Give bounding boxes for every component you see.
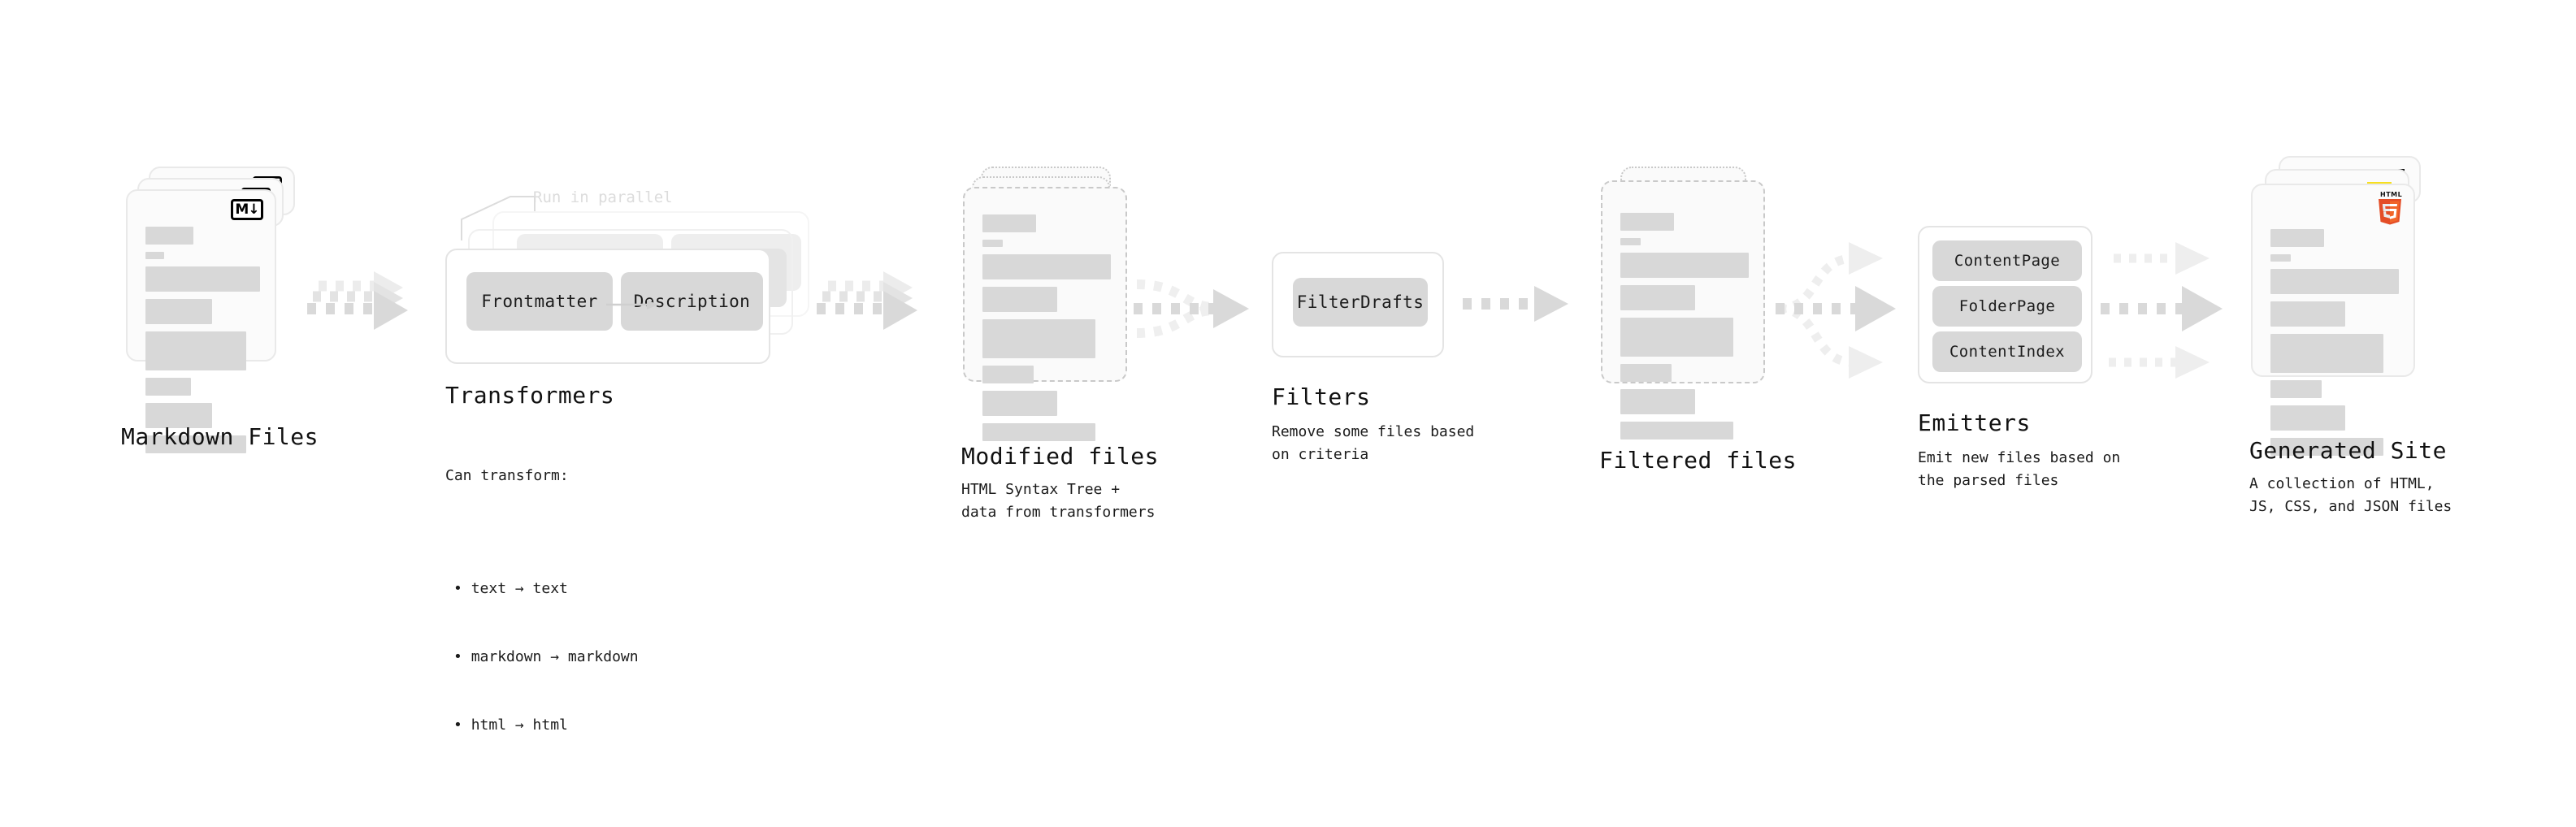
filtered-card-front xyxy=(1601,180,1765,439)
skeleton-bar xyxy=(145,227,194,245)
transformer-pill-description[interactable]: Description xyxy=(621,272,763,331)
html-card-skeleton xyxy=(2270,229,2399,463)
emitter-pill-contentpage[interactable]: ContentPage xyxy=(1932,240,2082,281)
skeleton-bar xyxy=(982,287,1057,312)
caption-transformers: Can transform: text → text markdown → ma… xyxy=(445,419,639,827)
page-title-modified-files: Modified files xyxy=(961,443,1160,470)
skeleton-bar xyxy=(145,252,164,259)
skeleton-bar xyxy=(145,331,247,370)
skeleton-bar xyxy=(982,423,1096,441)
page-title-filtered-files: Filtered files xyxy=(1599,447,1798,474)
skeleton-bar xyxy=(982,254,1111,279)
arrow-transformers-to-modified xyxy=(817,271,917,330)
stage-modified-files: Modified files HTML Syntax Tree + data f… xyxy=(961,167,1159,521)
modified-card-front xyxy=(963,187,1127,441)
run-in-parallel-annotation: Run in parallel xyxy=(533,188,673,206)
caption-filters: Remove some files based on criteria xyxy=(1272,423,1475,463)
skeleton-bar xyxy=(982,319,1096,358)
caption-transformers-head: Can transform: xyxy=(445,466,569,484)
skeleton-bar xyxy=(2270,269,2399,294)
skeleton-bar xyxy=(1620,238,1641,245)
skeleton-bar xyxy=(982,214,1037,232)
caption-transformers-bullets: text → text markdown → markdown html → h… xyxy=(445,532,639,782)
run-in-parallel-bracket xyxy=(461,196,536,240)
filter-pill-filterdrafts[interactable]: FilterDrafts xyxy=(1293,278,1428,327)
caption-generated-site: A collection of HTML, JS, CSS, and JSON … xyxy=(2249,475,2452,515)
skeleton-bar xyxy=(1620,364,1672,382)
skeleton-bar xyxy=(1620,285,1695,310)
transformer-pill-frontmatter[interactable]: Frontmatter xyxy=(466,272,613,331)
markdown-icon-label: M↓ xyxy=(235,201,259,218)
filters-group: FilterDrafts xyxy=(1272,252,1444,357)
stage-markdown-files: M↓ M↓ M↓ Markdown Files xyxy=(121,167,319,453)
page-title-transformers: Transformers xyxy=(445,382,615,409)
modified-file-stack xyxy=(963,167,1142,441)
arrow-filters-to-filtered xyxy=(1463,286,1568,322)
page-title-filters: Filters xyxy=(1272,383,1371,410)
skeleton-bar xyxy=(2270,380,2322,398)
skeleton-bar xyxy=(2270,438,2384,456)
skeleton-bar xyxy=(1620,253,1749,278)
arrow-markdown-to-transformers xyxy=(307,271,408,330)
skeleton-bar xyxy=(145,403,212,428)
skeleton-bar xyxy=(145,435,247,453)
skeleton-bar xyxy=(2270,229,2325,247)
skeleton-bar xyxy=(2270,405,2345,431)
stage-filtered-files: Filtered files xyxy=(1599,167,1797,474)
skeleton-bar xyxy=(982,240,1004,247)
emitter-pill-folderpage[interactable]: FolderPage xyxy=(1932,286,2082,327)
markdown-file-stack: M↓ M↓ M↓ xyxy=(126,167,305,453)
page-title-generated-site: Generated Site xyxy=(2249,437,2448,464)
caption-bullet: markdown → markdown xyxy=(445,646,639,669)
modified-card-skeleton xyxy=(982,214,1111,448)
skeleton-bar xyxy=(145,299,212,324)
caption-bullet: text → text xyxy=(445,578,639,600)
skeleton-bar xyxy=(982,391,1057,416)
skeleton-bar xyxy=(2270,301,2345,327)
caption-modified-files: HTML Syntax Tree + data from transformer… xyxy=(961,481,1156,521)
skeleton-bar xyxy=(1620,318,1734,357)
skeleton-bar xyxy=(1620,213,1675,231)
arrow-modified-to-filters xyxy=(1134,279,1249,338)
skeleton-bar xyxy=(145,266,260,292)
pipeline-diagram: M↓ M↓ M↓ Markdown Files xyxy=(0,0,2576,681)
skeleton-bar xyxy=(982,366,1034,383)
skeleton-bar xyxy=(1620,422,1734,439)
arrow-emitters-to-site xyxy=(2101,242,2223,379)
page-title-emitters: Emitters xyxy=(1918,409,2031,436)
markdown-card-skeleton xyxy=(145,227,260,461)
generated-site-stack: HTML xyxy=(2251,156,2438,456)
skeleton-bar xyxy=(145,378,192,396)
skeleton-bar xyxy=(2270,334,2384,373)
page-title-markdown-files: Markdown Files xyxy=(121,423,319,450)
transformer-inner-arrow xyxy=(606,300,658,310)
markdown-card-front: M↓ xyxy=(126,189,276,453)
skeleton-bar xyxy=(2270,254,2292,262)
emitters-group: ContentPage FolderPage ContentIndex xyxy=(1918,226,2092,383)
caption-emitters: Emit new files based on the parsed files xyxy=(1918,449,2121,489)
stage-generated-site: HTML Generated Site A collection of HTML… xyxy=(2249,156,2452,515)
emitter-pill-contentindex[interactable]: ContentIndex xyxy=(1932,331,2082,372)
filtered-file-stack xyxy=(1601,167,1780,439)
filtered-card-skeleton xyxy=(1620,213,1749,447)
html5-icon-label: HTML xyxy=(2380,191,2403,198)
arrow-filtered-to-emitters xyxy=(1776,242,1896,379)
caption-bullet: html → html xyxy=(445,714,639,737)
transformer-group-front: Frontmatter Description xyxy=(445,249,770,364)
skeleton-bar xyxy=(1620,389,1695,414)
html5-icon: HTML xyxy=(2376,191,2404,225)
html-card-front: HTML xyxy=(2251,184,2415,456)
markdown-icon: M↓ xyxy=(231,199,263,220)
